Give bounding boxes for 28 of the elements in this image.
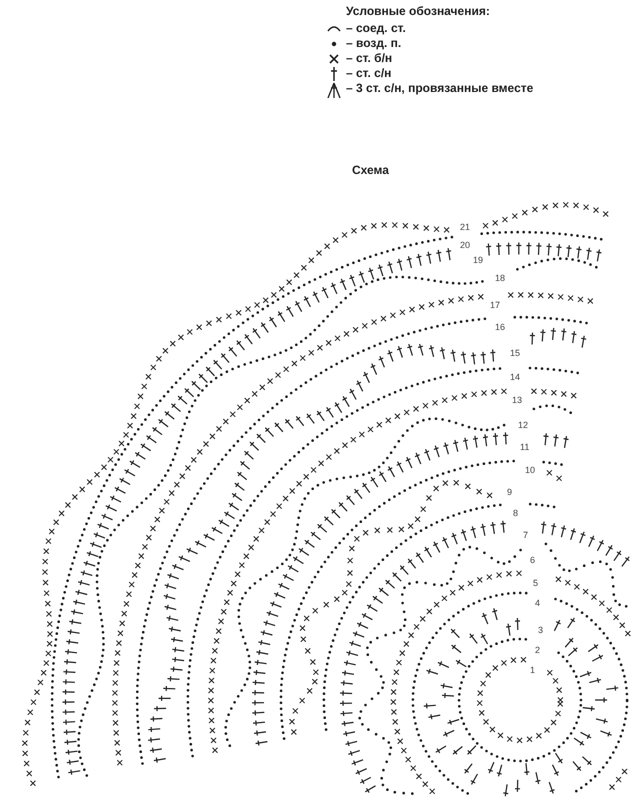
row-number: 11 bbox=[520, 442, 530, 452]
row-number: 7 bbox=[523, 530, 528, 540]
legend-text: – ст. б/н bbox=[346, 51, 392, 65]
row-number: 4 bbox=[535, 598, 540, 608]
row-number: 3 bbox=[538, 625, 544, 635]
row-number: 16 bbox=[495, 322, 506, 332]
legend-text: – 3 ст. с/н, провязанные вместе bbox=[346, 81, 534, 95]
chart-title: Схема bbox=[352, 163, 389, 177]
row-number: 8 bbox=[513, 508, 518, 518]
row-number: 2 bbox=[535, 645, 540, 655]
row-number: 13 bbox=[512, 395, 522, 405]
row-number: 21 bbox=[460, 222, 470, 232]
row-number: 5 bbox=[533, 578, 538, 588]
row-number: 9 bbox=[507, 487, 512, 497]
row-number: 1 bbox=[530, 665, 536, 675]
legend-text: – ст. с/н bbox=[346, 66, 392, 80]
row-number: 18 bbox=[495, 273, 506, 283]
row-number: 6 bbox=[530, 555, 536, 565]
legend-text: – соед. ст. bbox=[346, 21, 406, 35]
row-number: 19 bbox=[473, 255, 484, 265]
row-number: 20 bbox=[460, 240, 470, 250]
row-number: 10 bbox=[525, 465, 536, 475]
row-number: 14 bbox=[510, 372, 520, 382]
legend-text: – возд. п. bbox=[346, 36, 402, 50]
row-number: 15 bbox=[510, 348, 520, 358]
row-number: 17 bbox=[490, 300, 500, 310]
row-number: 12 bbox=[518, 420, 528, 430]
legend-heading: Условные обозначения: bbox=[346, 4, 490, 18]
